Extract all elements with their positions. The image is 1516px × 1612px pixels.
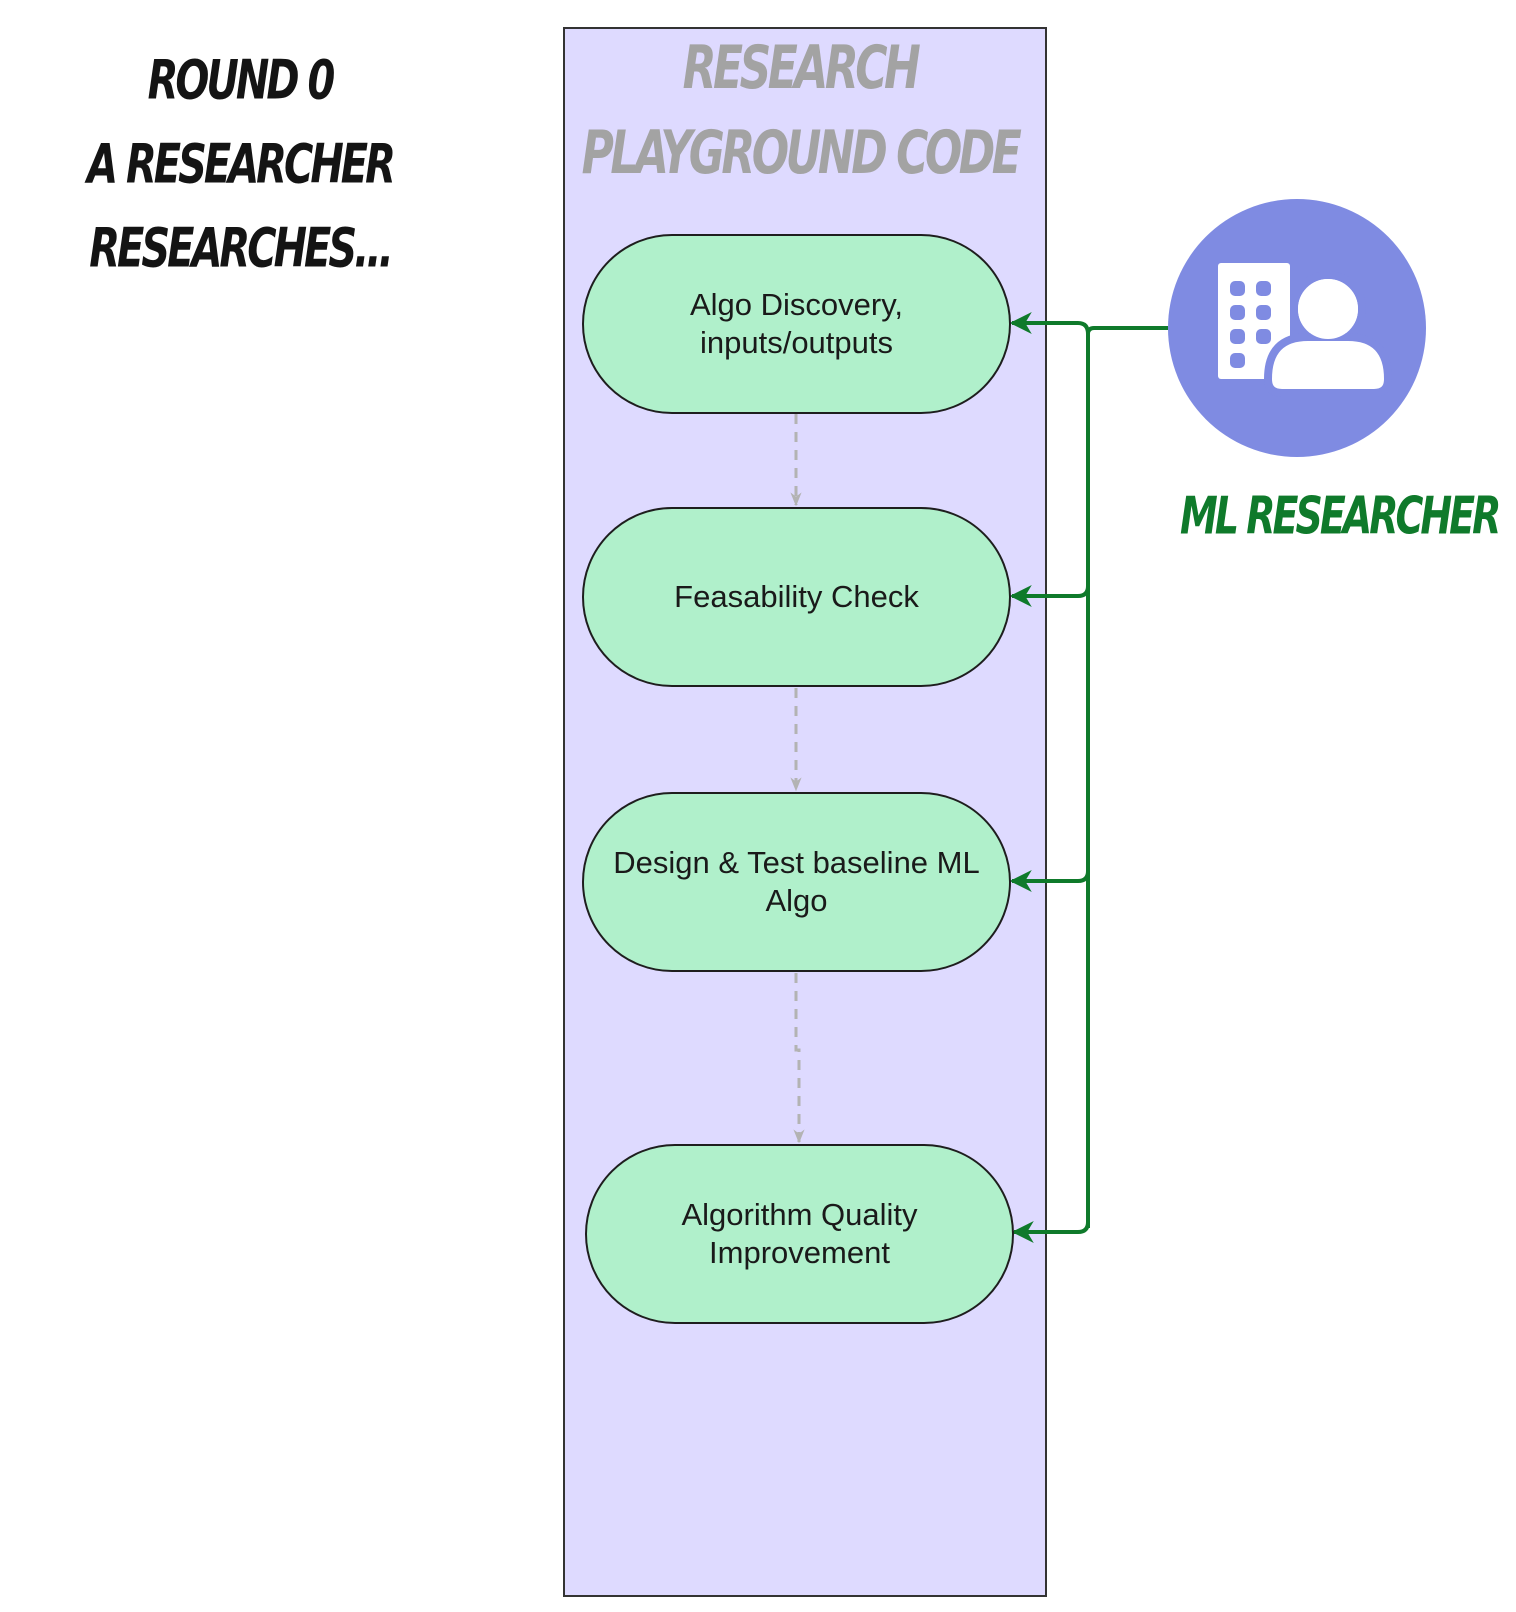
node-4-line-2: Improvement — [709, 1235, 890, 1270]
researcher-arrow-3 — [1009, 870, 1090, 892]
title-line-1: Round 0 — [147, 49, 336, 113]
researcher-trunk-line — [1086, 326, 1168, 1228]
node-algo-discovery[interactable]: Algo Discovery, inputs/outputs — [582, 234, 1011, 414]
flow-arrow-3-4 — [793, 973, 805, 1144]
node-3-line-1: Design & Test baseline ML — [613, 845, 980, 880]
container-title-line-2: Playground Code — [581, 119, 1022, 188]
node-1-line-2: inputs/outputs — [699, 325, 894, 360]
node-4-line-1: Algorithm Quality — [681, 1197, 918, 1232]
node-2-line-1: Feasability Check — [674, 579, 919, 614]
node-design-test-baseline[interactable]: Design & Test baseline ML Algo — [582, 792, 1011, 972]
title-line-2: A researcher — [87, 133, 396, 197]
node-feasability-check[interactable]: Feasability Check — [582, 507, 1011, 687]
node-algorithm-quality-improvement[interactable]: Algorithm Quality Improvement — [585, 1144, 1014, 1324]
researcher-arrow-4 — [1011, 1221, 1090, 1243]
title-line-3: researches... — [89, 217, 394, 281]
node-3-line-2: Algo — [765, 883, 828, 918]
researcher-arrow-1 — [1009, 312, 1090, 335]
researcher-arrow-2 — [1009, 585, 1090, 607]
ml-researcher-label: ML Researcher — [1180, 486, 1501, 546]
ml-researcher-avatar[interactable] — [1168, 199, 1426, 457]
container-title-line-1: Research — [682, 34, 921, 103]
building-person-icon — [1218, 263, 1393, 397]
node-1-line-1: Algo Discovery, — [689, 287, 904, 322]
